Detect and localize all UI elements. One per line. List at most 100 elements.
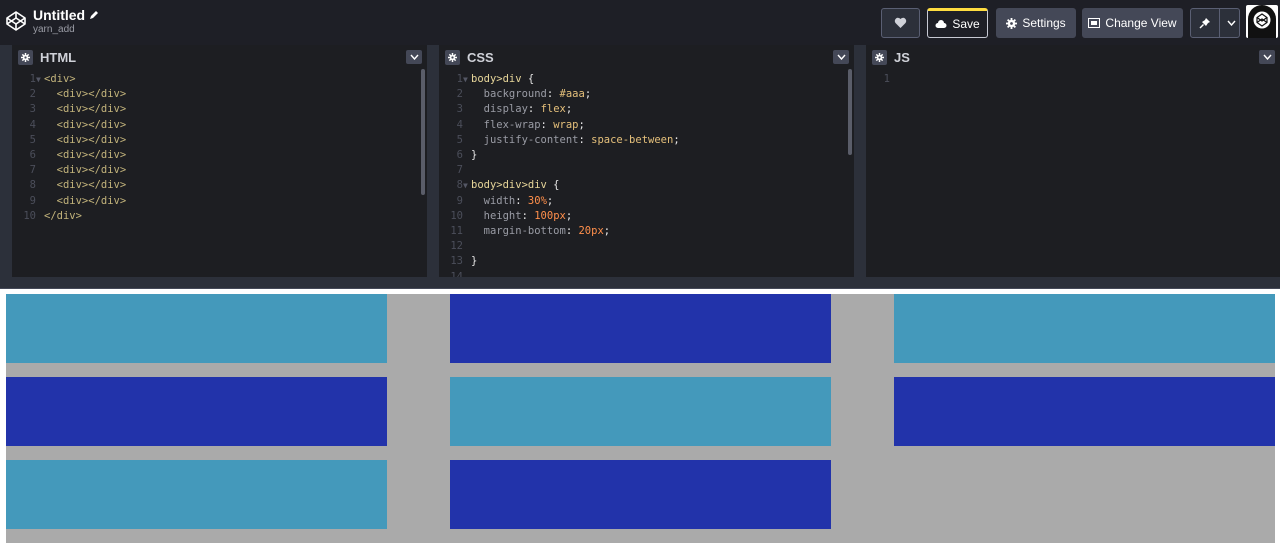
line-number: 10 xyxy=(450,209,463,222)
css-settings-button[interactable] xyxy=(445,49,460,65)
layout-icon xyxy=(1088,18,1101,28)
html-settings-button[interactable] xyxy=(18,49,33,65)
pin-main[interactable] xyxy=(1191,9,1220,37)
app-header: Untitled yarn_add Save Settings xyxy=(0,0,1280,45)
code-text: height: 100px; xyxy=(471,209,573,222)
line-number: 4 xyxy=(456,118,463,131)
js-pane-header: JS xyxy=(866,45,1280,69)
js-editor-pane: JS 1 xyxy=(866,45,1280,277)
code-text: body>div { xyxy=(471,73,535,85)
html-code-line[interactable]: 3 <div></div> xyxy=(12,102,427,117)
code-text: <div></div> xyxy=(44,149,127,161)
flex-item xyxy=(6,460,387,529)
css-code-line[interactable]: 6} xyxy=(439,148,854,163)
css-code-line[interactable]: 4 flex-wrap: wrap; xyxy=(439,118,854,133)
settings-button[interactable]: Settings xyxy=(996,8,1076,38)
css-code-line[interactable]: 5 justify-content: space-between; xyxy=(439,133,854,148)
chevron-down-icon xyxy=(1227,20,1236,26)
code-text: body>div>div { xyxy=(471,179,560,192)
chevron-down-icon xyxy=(409,54,419,60)
js-pane-menu-button[interactable] xyxy=(1259,50,1275,64)
result-preview xyxy=(0,289,1280,552)
css-code-line[interactable]: 13} xyxy=(439,254,854,269)
css-code-line[interactable]: 7 xyxy=(439,163,854,178)
line-number: 6 xyxy=(456,149,463,161)
html-code-line[interactable]: 6 <div></div> xyxy=(12,148,427,163)
pen-author[interactable]: yarn_add xyxy=(33,24,75,35)
css-pane-menu-button[interactable] xyxy=(833,50,849,64)
html-editor-pane: HTML 1▼<div>2 <div></div>3 <div></div>4 … xyxy=(12,45,427,277)
pencil-icon[interactable] xyxy=(89,10,99,20)
line-number: 12 xyxy=(450,240,463,253)
fold-arrow-icon[interactable]: ▼ xyxy=(463,75,468,84)
css-code-line[interactable]: 12 xyxy=(439,239,854,254)
code-text: <div></div> xyxy=(44,133,127,146)
html-editor-scrollbar[interactable] xyxy=(421,69,425,195)
code-text: <div></div> xyxy=(44,88,127,101)
html-code-line[interactable]: 8 <div></div> xyxy=(12,178,427,193)
editor-area: HTML 1▼<div>2 <div></div>3 <div></div>4 … xyxy=(0,45,1280,277)
code-text: margin-bottom: 20px; xyxy=(471,225,611,237)
css-code-line[interactable]: 9 width: 30%; xyxy=(439,194,854,209)
line-number: 9 xyxy=(456,194,463,207)
pin-button[interactable] xyxy=(1190,8,1240,38)
line-number: 7 xyxy=(456,164,463,177)
html-code-line[interactable]: 1▼<div> xyxy=(12,72,427,87)
css-code-line[interactable]: 3 display: flex; xyxy=(439,102,854,117)
line-number: 13 xyxy=(450,255,463,268)
flex-item xyxy=(894,377,1275,446)
css-code-editor[interactable]: 1▼body>div {2 background: #aaa;3 display… xyxy=(439,69,854,277)
code-text: width: 30%; xyxy=(471,194,554,207)
js-code-line[interactable]: 1 xyxy=(866,72,1280,87)
pen-title-block: Untitled yarn_add xyxy=(33,7,99,35)
html-code-editor[interactable]: 1▼<div>2 <div></div>3 <div></div>4 <div>… xyxy=(12,69,427,277)
pin-icon xyxy=(1199,18,1210,29)
css-code-line[interactable]: 2 background: #aaa; xyxy=(439,87,854,102)
user-avatar[interactable] xyxy=(1246,5,1278,38)
change-view-label: Change View xyxy=(1105,16,1177,30)
html-pane-header: HTML xyxy=(12,45,427,69)
line-number: 5 xyxy=(29,133,36,146)
js-settings-button[interactable] xyxy=(872,49,887,65)
html-code-line[interactable]: 7 <div></div> xyxy=(12,163,427,178)
change-view-button[interactable]: Change View xyxy=(1082,8,1183,38)
fold-arrow-icon[interactable]: ▼ xyxy=(36,75,41,84)
gear-icon xyxy=(448,52,457,62)
css-code-line[interactable]: 11 margin-bottom: 20px; xyxy=(439,224,854,239)
html-code-line[interactable]: 5 <div></div> xyxy=(12,133,427,148)
save-button[interactable]: Save xyxy=(927,8,988,38)
editor-resize-bar[interactable] xyxy=(0,277,1280,289)
flex-item xyxy=(6,294,387,363)
css-pane-title: CSS xyxy=(467,49,494,65)
heart-icon xyxy=(894,17,907,28)
code-text: } xyxy=(471,149,478,161)
css-editor-pane: CSS 1▼body>div {2 background: #aaa;3 dis… xyxy=(439,45,854,277)
flex-item xyxy=(450,377,831,446)
codepen-logo-icon[interactable] xyxy=(5,10,27,32)
html-code-line[interactable]: 9 <div></div> xyxy=(12,194,427,209)
css-code-line[interactable]: 1▼body>div { xyxy=(439,72,854,87)
html-code-line[interactable]: 4 <div></div> xyxy=(12,118,427,133)
css-code-line[interactable]: 14 xyxy=(439,270,854,277)
line-number: 9 xyxy=(29,194,36,207)
html-code-line[interactable]: 10</div> xyxy=(12,209,427,224)
pin-dropdown[interactable] xyxy=(1225,9,1239,37)
code-text: </div> xyxy=(44,209,82,222)
js-code-editor[interactable]: 1 xyxy=(866,69,1280,277)
css-pane-header: CSS xyxy=(439,45,854,69)
html-pane-menu-button[interactable] xyxy=(406,50,422,64)
line-number: 6 xyxy=(29,149,36,161)
fold-arrow-icon[interactable]: ▼ xyxy=(463,181,468,191)
html-code-line[interactable]: 2 <div></div> xyxy=(12,87,427,102)
flex-item xyxy=(6,377,387,446)
line-number: 11 xyxy=(450,225,463,237)
love-button[interactable] xyxy=(881,8,920,38)
code-text: background: #aaa; xyxy=(471,88,592,101)
css-code-line[interactable]: 8▼body>div>div { xyxy=(439,178,854,193)
html-pane-title: HTML xyxy=(40,49,77,65)
css-code-line[interactable]: 10 height: 100px; xyxy=(439,209,854,224)
css-editor-scrollbar[interactable] xyxy=(848,69,852,155)
line-number: 2 xyxy=(29,88,36,101)
code-text: flex-wrap: wrap; xyxy=(471,118,585,131)
pen-title[interactable]: Untitled xyxy=(33,7,86,23)
